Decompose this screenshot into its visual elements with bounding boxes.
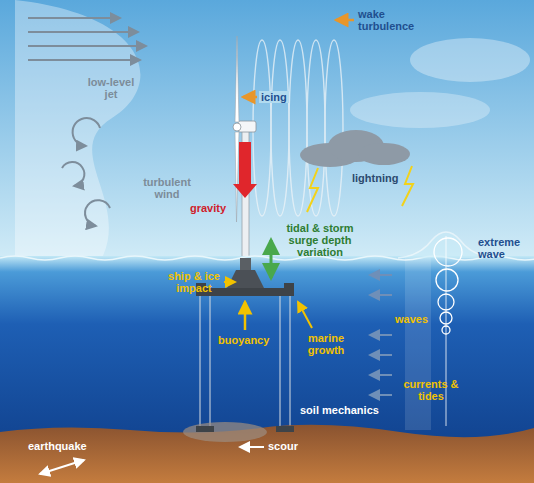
current-arrow	[370, 354, 392, 356]
wave-label: extreme wave	[478, 236, 530, 260]
current-label: currents & tides	[400, 378, 462, 402]
scour-cloud	[183, 422, 267, 442]
current-arrow	[370, 374, 392, 376]
tendons	[200, 296, 290, 430]
wave-orbits	[434, 238, 462, 334]
cloud	[350, 92, 490, 128]
tendon	[290, 296, 291, 430]
tendon	[200, 296, 201, 430]
wake-ring	[307, 40, 325, 216]
wave-orbit	[434, 238, 462, 266]
buoyancy-label: buoyancy	[218, 334, 269, 346]
soil-label: soil mechanics	[300, 404, 379, 416]
cloud	[410, 38, 530, 82]
wake-arrow	[336, 19, 354, 22]
seabed	[0, 425, 534, 483]
extreme-wave	[398, 232, 492, 258]
earthquake-label: earthquake	[28, 440, 87, 452]
wave-orbit	[440, 312, 452, 324]
wake-helix	[253, 40, 343, 216]
blade	[235, 132, 239, 222]
current-column	[405, 258, 431, 430]
buoyancy-tank	[284, 283, 294, 288]
depth-arrow	[270, 240, 273, 278]
wave-orbit	[442, 326, 450, 334]
wind-arrow	[28, 59, 140, 61]
growth-label: marine growth	[300, 332, 352, 356]
wind-arrow	[28, 17, 120, 19]
current-arrows	[370, 275, 392, 395]
turbulence-swirl	[62, 162, 84, 186]
waves-label: waves	[395, 313, 428, 325]
sea	[0, 256, 534, 483]
gravity-arrow	[233, 142, 257, 198]
anchor	[276, 426, 294, 432]
storm-cloud	[300, 130, 410, 167]
icing-label: icing	[259, 91, 289, 103]
growth-arrow	[298, 302, 312, 328]
current-arrow	[370, 294, 392, 296]
anchor	[196, 426, 214, 432]
wind-label: low-level jet	[84, 76, 138, 100]
lightning-bolt	[402, 166, 413, 206]
wind-profile	[15, 0, 140, 258]
wind-label: turbulent wind	[140, 176, 194, 200]
icing-arrow	[243, 96, 257, 99]
tendon	[210, 296, 211, 430]
current-arrow	[370, 274, 392, 276]
wind-arrow	[28, 45, 146, 47]
sky	[0, 0, 534, 262]
wave-orbit	[436, 269, 458, 291]
tendon	[280, 296, 281, 430]
hub	[233, 123, 241, 131]
impact-arrow	[224, 281, 235, 283]
spar	[240, 258, 251, 270]
depth-label: tidal & storm surge depth variation	[280, 222, 360, 258]
current-arrow	[370, 334, 392, 336]
wake-ring	[289, 40, 307, 216]
wake-ring	[271, 40, 289, 216]
wind-arrow	[28, 31, 138, 33]
spar-base	[227, 270, 264, 288]
lightning-label: lightning	[352, 172, 398, 184]
wave-orbit	[438, 294, 454, 310]
earthquake-arrow	[40, 460, 84, 474]
buoyancy-arrow	[244, 302, 247, 330]
wake-ring	[325, 40, 343, 216]
blade	[235, 36, 239, 122]
turbulence-swirl	[73, 118, 100, 146]
wave-axis	[446, 236, 447, 426]
current-arrow	[370, 394, 392, 396]
turbulence-swirl	[85, 200, 110, 226]
scour-label: scour	[268, 440, 298, 452]
cloud-puff	[358, 143, 410, 165]
impact-label: ship & ice impact	[166, 270, 222, 294]
lightning-bolt	[307, 168, 318, 212]
gravity-label: gravity	[190, 202, 226, 214]
wake-label: wake turbulence	[358, 8, 430, 32]
scour-arrow	[240, 446, 264, 448]
